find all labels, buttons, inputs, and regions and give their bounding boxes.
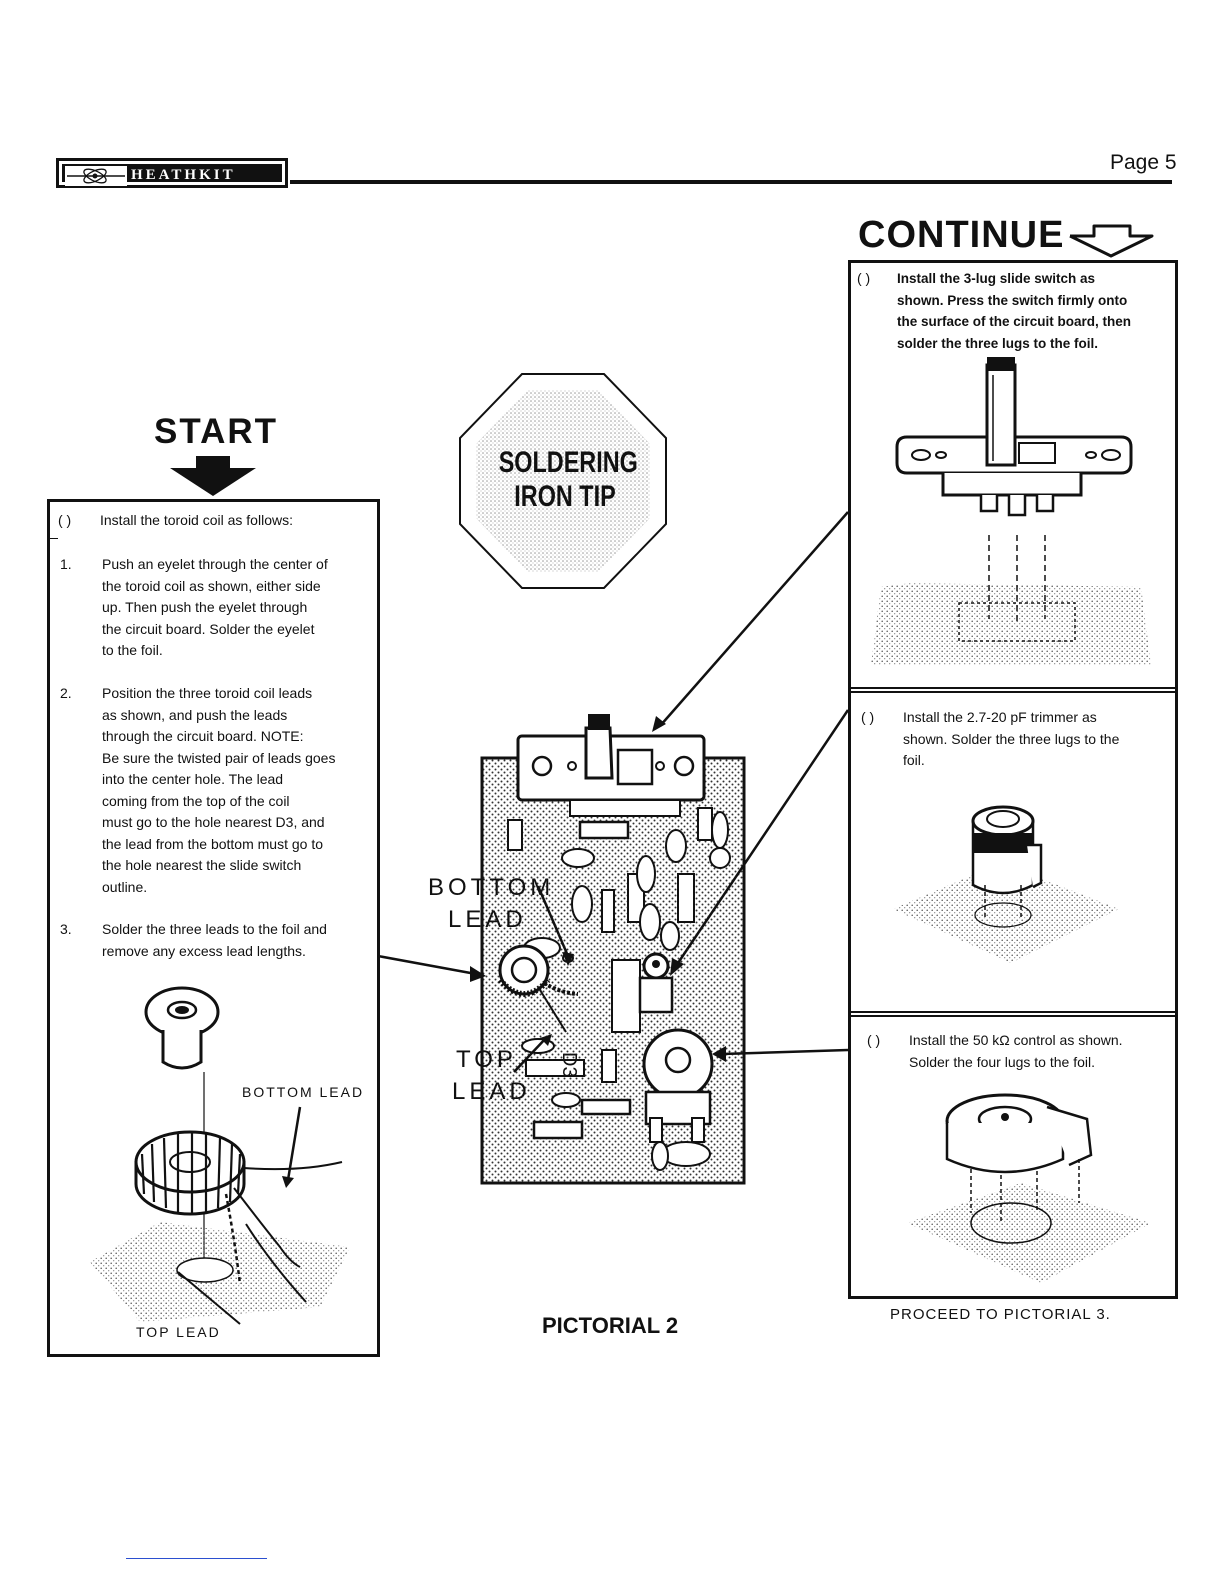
trimmer-illustration (893, 805, 1119, 963)
page-number: Page 5 (1110, 151, 1177, 174)
atom-icon (65, 166, 127, 186)
coil-bottom-lead-label: BOTTOM LEAD (242, 1084, 365, 1100)
step-2-text: Position the three toroid coil leads as … (102, 685, 336, 895)
proceed-text: PROCEED TO PICTORIAL 3. (890, 1306, 1111, 1323)
coil-top-lead-label: TOP LEAD (136, 1324, 221, 1340)
trimmer-checkbox[interactable]: ( ) (861, 709, 875, 725)
intro-checkbox[interactable]: ( ) (58, 512, 72, 528)
pictorial-caption: PICTORIAL 2 (542, 1313, 679, 1338)
control-checkbox[interactable]: ( ) (867, 1032, 881, 1048)
toroid-instructions-box: ( ) Install the toroid coil as follows: … (47, 499, 380, 1357)
row-divider-1 (851, 687, 1175, 693)
heathkit-logo: HEATHKIT (56, 158, 288, 188)
margin-tick (50, 538, 58, 938)
step-1-text: Push an eyelet through the center of the… (102, 556, 328, 658)
continue-arrow-icon (1069, 224, 1154, 258)
start-heading: START (154, 412, 279, 451)
top-lead-label: TOP LEAD (452, 1046, 531, 1105)
bottom-lead-label: BOTTOM LEAD (428, 874, 555, 933)
soldering-iron-tip-sign (459, 373, 667, 589)
intro-text: Install the toroid coil as follows: (100, 512, 293, 528)
step-1-number: 1. (60, 556, 72, 572)
start-arrow-icon (170, 456, 256, 496)
stop-sign-text: SOLDERING IRON TIP (498, 446, 638, 513)
continue-steps-box: ( ) Install the 3-lug slide switch as sh… (848, 260, 1178, 1299)
switch-checkbox[interactable]: ( ) (857, 270, 871, 286)
continue-heading: CONTINUE (858, 214, 1065, 256)
step-3-text: Solder the three leads to the foil and r… (102, 921, 327, 959)
control-step-text: Install the 50 kΩ control as shown. Sold… (909, 1032, 1123, 1070)
header-rule (290, 180, 1172, 184)
control-illustration (907, 1093, 1151, 1283)
brand-name: HEATHKIT (131, 167, 236, 183)
d3-label: D3 (558, 1052, 580, 1078)
circuit-board-illustration (480, 714, 746, 1185)
slide-switch-illustration (871, 357, 1151, 665)
toroid-coil-illustration (90, 986, 350, 1325)
switch-step-text: Install the 3-lug slide switch as shown.… (897, 271, 1132, 351)
row-divider-2 (851, 1011, 1175, 1017)
step-2-number: 2. (60, 685, 72, 701)
footer-line (126, 1558, 267, 1559)
step-3-number: 3. (60, 921, 72, 937)
trimmer-step-text: Install the 2.7-20 pF trimmer as shown. … (903, 709, 1120, 768)
